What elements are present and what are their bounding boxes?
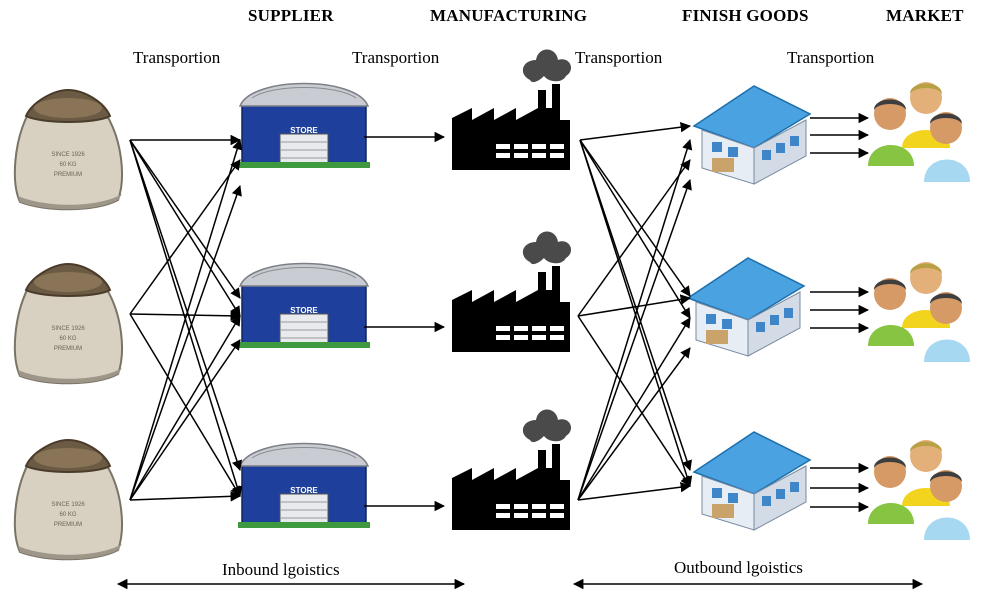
inbound-logistics-label: Inbound lgoistics (222, 560, 340, 579)
inbound-arrows (129, 134, 243, 502)
customers-icon-1 (868, 82, 970, 182)
outbound-arrows (577, 121, 693, 501)
factory-icon-1 (452, 49, 572, 170)
factory-icon-3 (452, 409, 572, 530)
store-sign: STORE (290, 126, 318, 135)
transport-label-3: Transportion (575, 48, 663, 67)
store-sign: STORE (290, 486, 318, 495)
market-arrows (810, 112, 870, 513)
outbound-logistics-label: Outbound lgoistics (674, 558, 803, 577)
grain-sack-icon-3 (13, 439, 123, 561)
warehouse-icon-1 (693, 85, 811, 185)
store-sign: STORE (290, 306, 318, 315)
header-finish-goods: FINISH GOODS (682, 6, 809, 25)
grain-sack-icon-2 (13, 263, 123, 385)
transport-label-1: Transportion (133, 48, 221, 67)
transport-label-2: Transportion (352, 48, 440, 67)
header-supplier: SUPPLIER (248, 6, 334, 25)
customers-icon-3 (868, 440, 970, 540)
customers-icon-2 (868, 262, 970, 362)
transport-label-4: Transportion (787, 48, 875, 67)
grain-sack-icon-1 (13, 89, 123, 211)
factory-icon-2 (452, 231, 572, 352)
store-factory-arrows (364, 131, 446, 512)
header-manufacturing: MANUFACTURING (430, 6, 588, 25)
warehouse-icon-3 (693, 431, 811, 531)
warehouse-icon-2 (687, 257, 805, 357)
header-market: MARKET (886, 6, 964, 25)
